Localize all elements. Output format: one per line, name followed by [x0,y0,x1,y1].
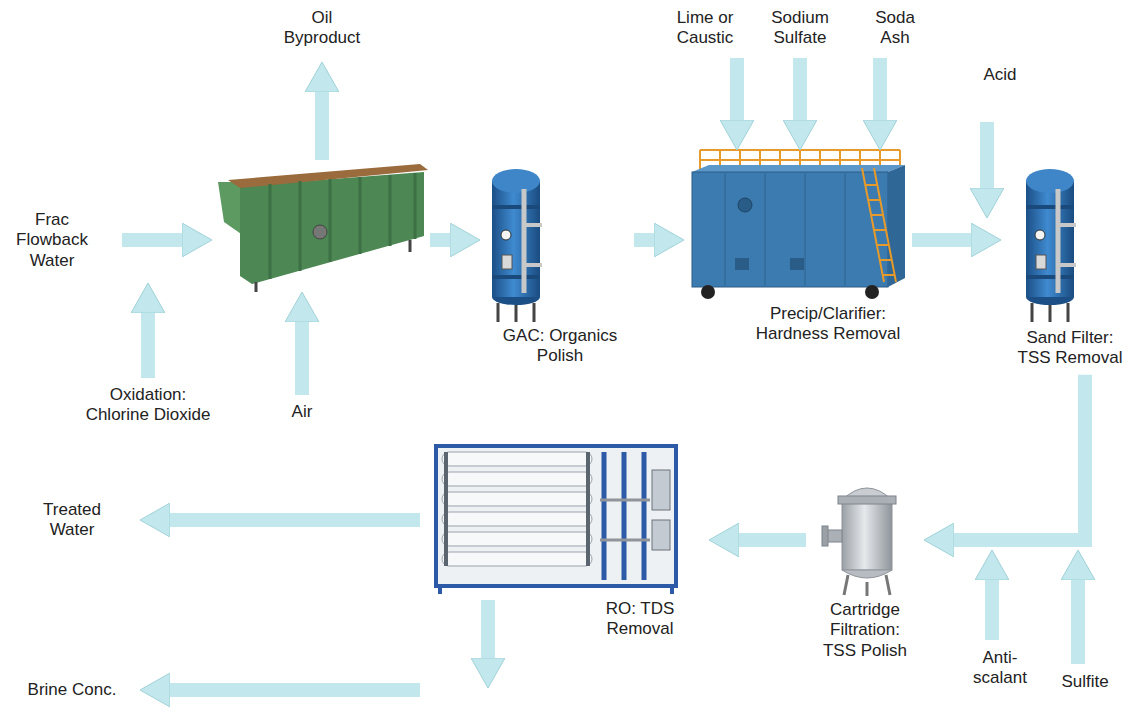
ro-skid [436,446,676,594]
ro-skid [436,446,676,586]
stream-label: Sulfite [1055,672,1115,692]
stream-arrows [481,600,495,664]
cartridge-filter [822,488,896,596]
stream-arrows [315,86,329,160]
stream-label: Oxidation: Chlorine Dioxide [81,385,216,426]
clarifier-tank [865,285,879,299]
clarifier-tank [692,150,905,299]
cartridge-filter [842,500,892,570]
flow-arrow [733,533,806,547]
stream-label: Acid [975,65,1025,85]
equipment-unit: Precip/Clarifier: Hardness Removal [688,148,908,345]
ro-skid [652,520,670,550]
ro-skid [442,512,592,526]
stream-label: Soda Ash [870,8,920,49]
stream-arrows [141,307,155,378]
flotation-unit [240,172,424,284]
unit-label: RO: TDS Removal [580,599,700,640]
flotation-unit [270,173,415,279]
ro-skid [446,452,588,566]
clarifier-tank [701,285,715,299]
stream-label: Oil Byproduct [272,8,372,49]
stream-arrows [985,574,999,640]
ro-skid [652,470,670,510]
flotation-unit [218,164,428,292]
clarifier-tank [692,165,905,172]
equipment-unit: GAC: Organics Polish [470,162,630,367]
stream-arrows [295,316,309,395]
clarifier-tank [888,165,905,287]
stream-label: Sodium Sulfate [763,8,838,49]
stream-label: Anti-scalant [969,648,1031,689]
stream-arrows [122,58,1078,690]
ro-skid [600,500,650,540]
clarifier-tank [692,172,888,287]
stream-arrows [873,58,887,126]
clarifier-tank [725,172,845,287]
ro-skid [442,472,592,486]
stream-arrows [980,122,994,194]
stream-arrows [122,233,188,247]
stream-arrows [730,58,744,126]
flotation-unit [228,164,428,188]
equipment-unit: Cartridge Filtration: TSS Polish [810,478,920,661]
cartridge-filter [842,570,892,578]
unit-label: Sand Filter: TSS Removal [1014,328,1126,369]
clarifier-tank [865,185,895,275]
unit-label: GAC: Organics Polish [495,326,625,367]
flow-arrow [634,233,660,247]
ro-skid [442,552,592,566]
clarifier-tank [790,258,804,270]
stream-label: Frac Flowback Water [10,210,95,271]
stream-arrows [164,683,420,697]
stream-label: Treated Water [32,500,112,541]
stream-arrows [1071,574,1085,664]
ro-skid [440,586,672,594]
equipment-unit: Sand Filter: TSS Removal [1005,162,1140,369]
clarifier-tank [738,198,752,212]
stream-arrows [430,233,456,247]
ro-skid [442,492,592,506]
ro-skid [442,452,592,466]
flotation-unit [313,225,327,239]
stream-arrows [793,58,807,126]
unit-label: Precip/Clarifier: Hardness Removal [753,304,903,345]
cartridge-filter [844,575,890,596]
flow-arrow [948,375,1085,540]
unit-label: Cartridge Filtration: TSS Polish [818,600,913,661]
equipment-unit: RO: TDS Removal [425,440,705,640]
flotation-unit [256,240,410,292]
connector-layer [634,240,1085,540]
ro-skid [442,532,592,546]
cartridge-filter [838,496,896,504]
stream-arrows [164,513,420,527]
stream-label: Brine Conc. [17,680,127,700]
clarifier-tank [862,168,896,282]
stream-label: Air [282,402,322,422]
carbon-vessel [492,169,542,322]
clarifier-tank [735,258,749,270]
flow-arrow [912,233,977,247]
cartridge-filter [822,526,828,546]
stream-label: Lime or Caustic [668,8,743,49]
sand-filter-vessel [1026,169,1076,322]
ro-skid [604,452,644,580]
